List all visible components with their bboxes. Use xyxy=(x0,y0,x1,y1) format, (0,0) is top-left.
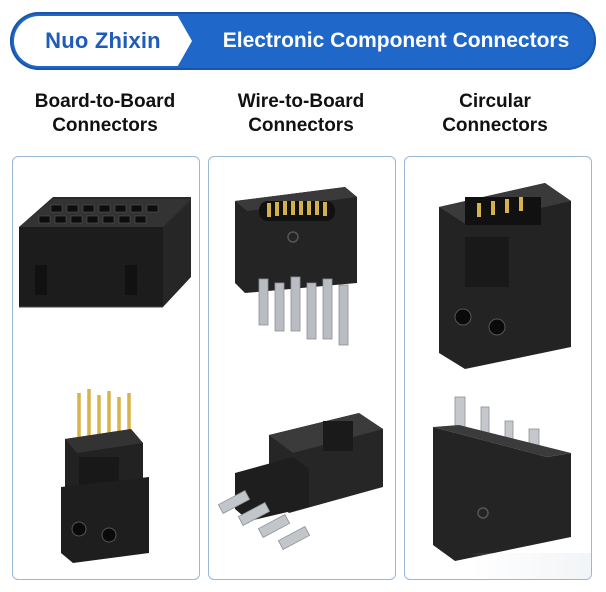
column-title-circular: Circular Connectors xyxy=(442,91,548,136)
banner-title: Electronic Component Connectors xyxy=(222,29,570,52)
panel-board-to-board xyxy=(12,156,200,580)
column-title-board-to-board: Board-to-Board Connectors xyxy=(34,91,176,136)
shrouded-header-connector-image xyxy=(439,183,571,369)
right-angle-connector-image xyxy=(217,413,383,550)
brand-name: Nuo Zhixin xyxy=(45,28,161,53)
panel-circular xyxy=(404,156,592,580)
board-to-board-connectors-illustration xyxy=(19,197,191,563)
wire-to-board-header-image xyxy=(235,187,357,346)
column-title-wire-to-board: Wire-to-Board Connectors xyxy=(237,91,365,136)
right-angle-pin-connector-image xyxy=(433,396,571,561)
wire-to-board-connectors-illustration xyxy=(217,187,383,550)
receptacle-connector-image xyxy=(19,197,191,308)
panel-wire-to-board xyxy=(208,156,396,580)
header-banner: Nuo Zhixin Electronic Component Connecto… xyxy=(10,12,596,70)
pin-header-connector-image xyxy=(61,389,149,563)
watermark-fade xyxy=(471,553,591,579)
circular-connectors-illustration xyxy=(433,183,571,561)
brand-badge: Nuo Zhixin xyxy=(14,16,192,66)
